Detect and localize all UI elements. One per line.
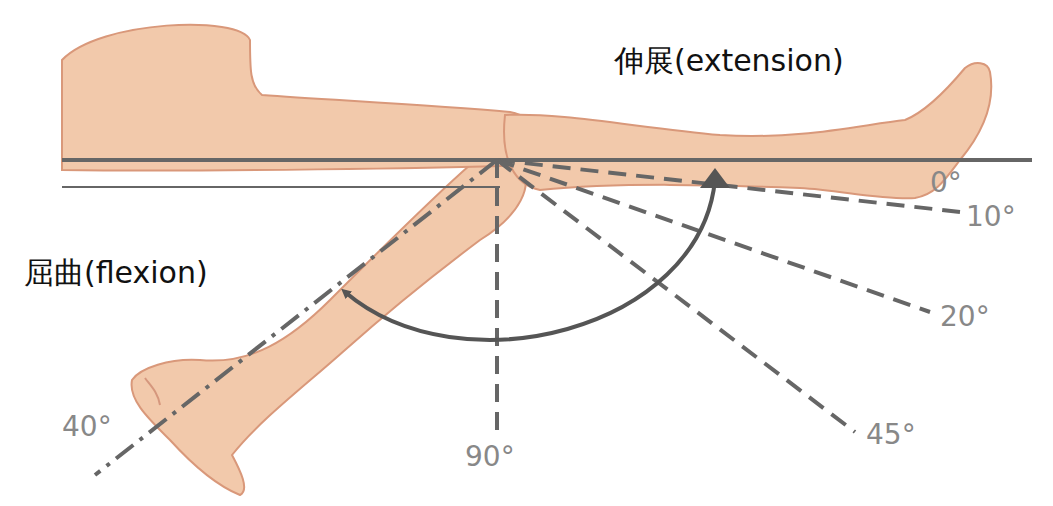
motion-label: 伸展(extension) <box>614 44 844 77</box>
angle-label: 40° <box>62 412 112 443</box>
angle-label: 45° <box>866 420 916 451</box>
angle-label: 10° <box>966 202 1016 233</box>
angle-label: 0° <box>930 168 962 199</box>
motion-label: 屈曲(flexion) <box>24 256 208 289</box>
extended-lower-leg <box>504 63 991 198</box>
motion-arc <box>345 180 715 340</box>
flexed-lower-leg <box>132 165 526 495</box>
thigh <box>62 25 538 171</box>
angle-label: 90° <box>465 442 515 473</box>
angle-label: 20° <box>940 302 990 333</box>
